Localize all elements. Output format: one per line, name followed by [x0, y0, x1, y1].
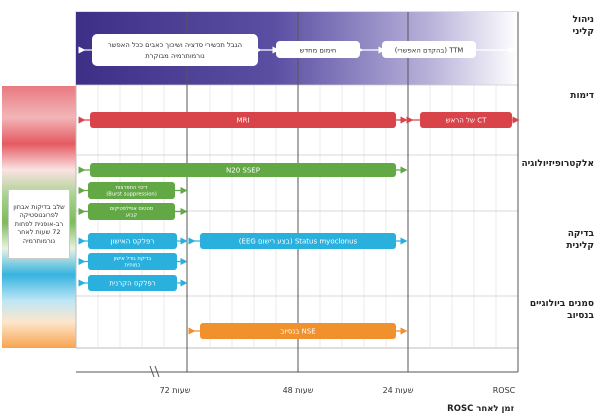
rewarming-box [276, 41, 360, 58]
bar-pupillary-reflex [88, 233, 177, 249]
ttm-box [382, 41, 476, 58]
bar-n20-ssep-label: N20 SSEP [226, 166, 260, 174]
bar-n20-ssep [90, 163, 396, 177]
ttm-text: TTM (בהקדם האפשרי) [395, 47, 464, 55]
tick-label-rosc: ROSC [493, 386, 516, 395]
bar-burst-suppression-label: דיכוי התפרצות [116, 185, 148, 191]
side-note: שלב בדיקות אבחון לפרוגנוסטיקה רב-אופנית … [8, 189, 70, 259]
bar-serum-nse-label: NSE בנסיוב [280, 327, 315, 335]
row-label-electro: אלקטרופיזיולוגיה [521, 159, 594, 169]
bar-status-myoclonus-label: Status myoclonus (בצע רישום EEG) [239, 237, 358, 245]
tick-label-72h: 72 שעות [160, 386, 191, 395]
bar-status-myoclonus [200, 233, 396, 249]
row-label-biomarkers: סמנים ביולוגיים בנסיוב [529, 299, 594, 321]
tick-label-48h: 48 שעות [283, 386, 314, 395]
bar-serum-nse [200, 323, 396, 339]
bar-corneal-reflex-label: רפלקס הקרנית [109, 279, 156, 287]
row-label-exam: בדיקה קלינית [566, 229, 594, 251]
axis-title: זמן לאחר ROSC [447, 404, 514, 414]
bars-group: CT של הראש MRI N20 SSEP דיכוי התפרצות(Burst… [78, 112, 520, 339]
bar-head-ct [420, 112, 512, 128]
bar-burst-suppression [88, 182, 175, 199]
row-label-clinical: ניהול קליני [572, 15, 594, 37]
sedation-text-1: הגבל תכשירי סדציה ושיכוך כאבים ככל האפשר [108, 41, 242, 49]
bar-status-epilepticus-label: קבוע [126, 213, 138, 219]
bar-status-epilepticus [88, 203, 175, 220]
bar-burst-suppression-label: (Burst suppression) [106, 192, 157, 198]
row-label-imaging: דימות [570, 91, 594, 101]
axis-break-icon [149, 365, 160, 378]
bar-head-ct-label: CT של הראש [446, 116, 487, 124]
rewarming-text: חימום מחדש [300, 47, 337, 55]
sedation-text-2: נורמותרמיה מבוקרת [145, 52, 205, 60]
sedation-box [92, 34, 258, 66]
bar-mri [90, 112, 396, 128]
bar-corneal-reflex [88, 275, 177, 291]
bar-quantitative-pupillometry-label: כמותית [125, 263, 141, 269]
bar-status-epilepticus-label: סטטוס אפילפטיקוס [110, 206, 154, 212]
bar-mri-label: MRI [237, 116, 250, 124]
tick-label-24h: 24 שעות [383, 386, 414, 395]
bar-quantitative-pupillometry [88, 253, 177, 270]
bar-pupillary-reflex-label: רפלקס האישון [111, 237, 155, 245]
bar-quantitative-pupillometry-label: בדיקת גודל אישון [114, 256, 152, 262]
